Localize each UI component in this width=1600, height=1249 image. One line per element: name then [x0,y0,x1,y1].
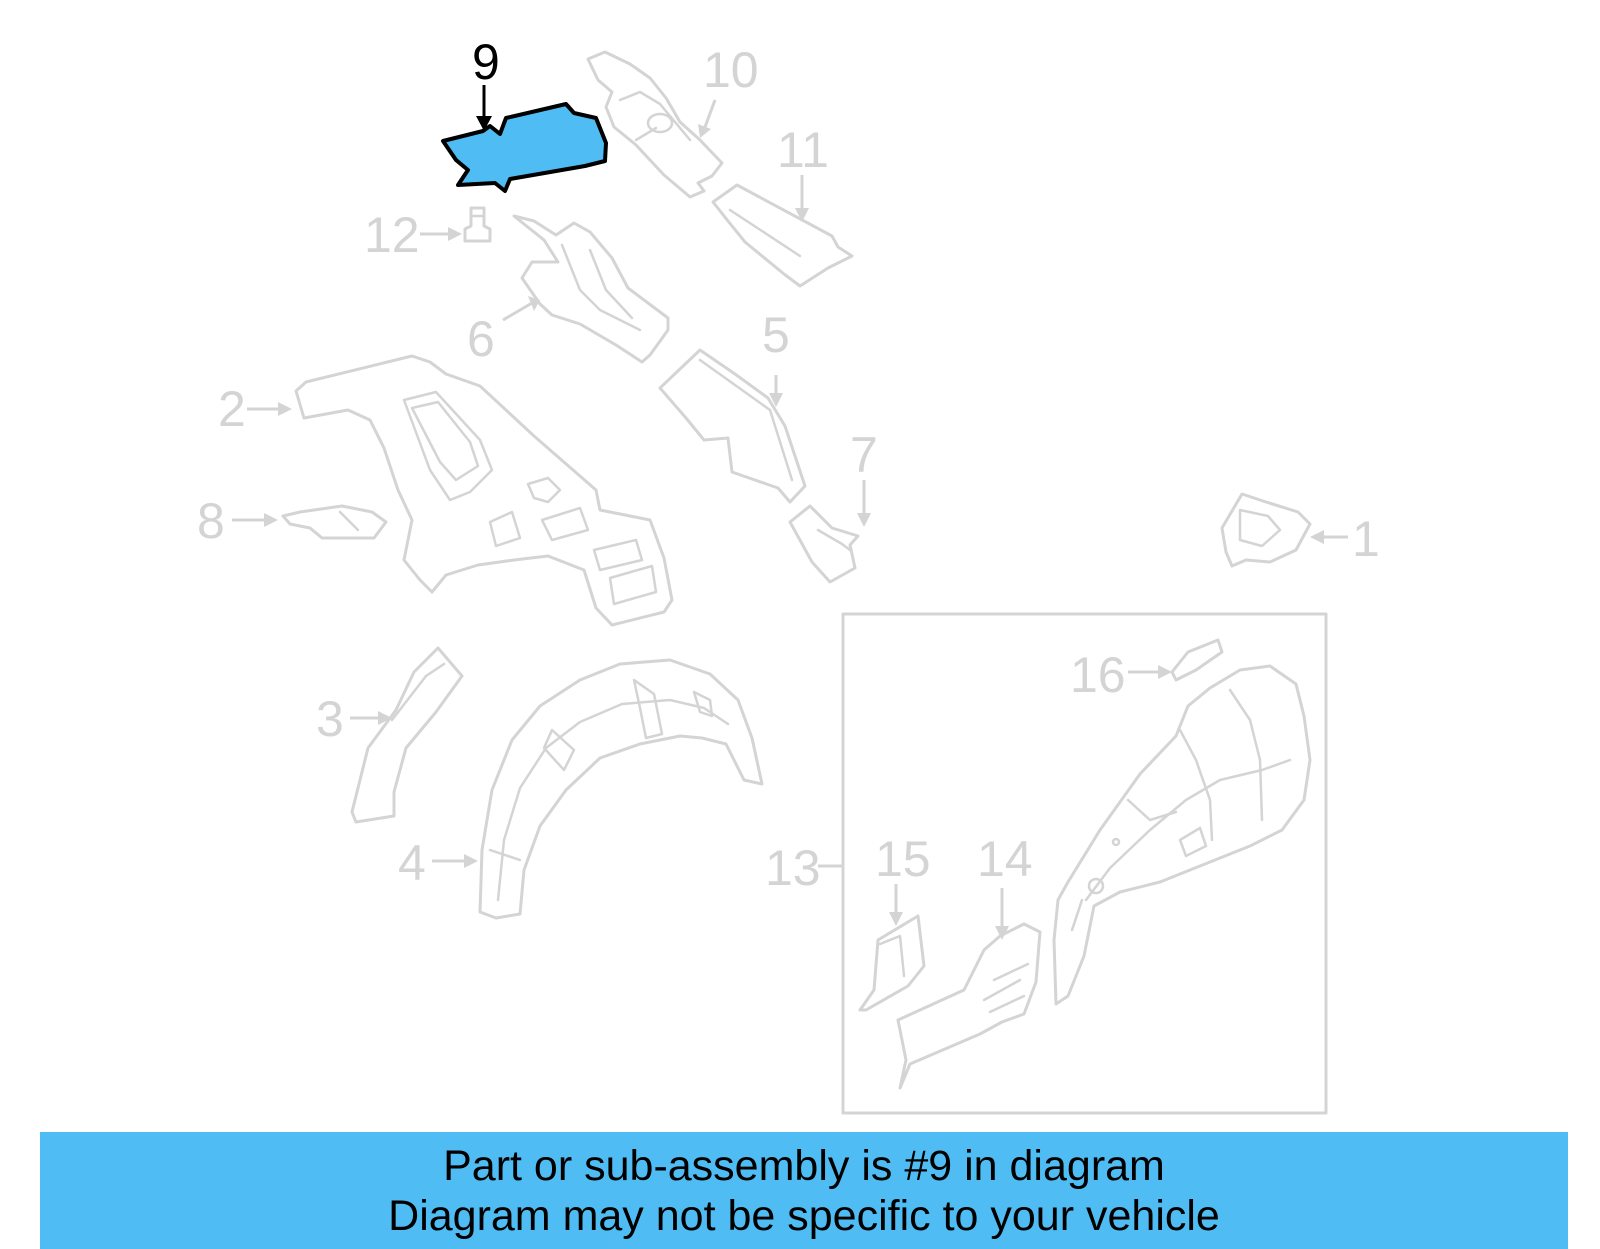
callout-12[interactable]: 12 [364,207,420,263]
part-13-assembly[interactable] [1052,664,1312,1006]
callout-7[interactable]: 7 [850,427,878,483]
callout-9-leader [476,85,492,131]
part-9[interactable] [441,102,608,193]
callout-1[interactable]: 1 [1352,511,1380,567]
callout-11[interactable]: 11 [777,122,829,178]
part-10[interactable] [586,50,724,199]
part-5[interactable] [658,348,807,504]
callout-6[interactable]: 6 [467,311,495,367]
callout-4[interactable]: 4 [398,835,426,891]
banner-line-1: Part or sub-assembly is #9 in diagram [443,1141,1165,1190]
part-3[interactable] [350,646,464,824]
part-4[interactable] [478,658,764,920]
part-12[interactable] [463,206,492,243]
part-16[interactable] [1170,638,1224,682]
part-14[interactable] [896,922,1042,1090]
banner-line-2: Diagram may not be specific to your vehi… [388,1191,1220,1240]
callout-15[interactable]: 15 [875,831,931,887]
part-6[interactable] [512,214,670,364]
callout-5[interactable]: 5 [762,307,790,363]
part-1[interactable] [1220,492,1312,568]
subassembly-13-box [841,612,1328,1115]
callout-14[interactable]: 14 [977,831,1033,887]
callout-3[interactable]: 3 [316,691,344,747]
callout-16[interactable]: 16 [1070,647,1126,703]
callout-8[interactable]: 8 [197,493,225,549]
info-banner: Part or sub-assembly is #9 in diagram Di… [40,1132,1568,1249]
part-15[interactable] [858,914,926,1012]
callout-13[interactable]: 13 [765,840,821,896]
part-7[interactable] [788,504,860,584]
callout-2[interactable]: 2 [218,381,246,437]
part-11[interactable] [711,183,854,288]
part-2[interactable] [294,354,674,627]
part-8[interactable] [281,504,388,540]
callout-9[interactable]: 9 [472,34,500,90]
callout-10[interactable]: 10 [703,42,759,98]
